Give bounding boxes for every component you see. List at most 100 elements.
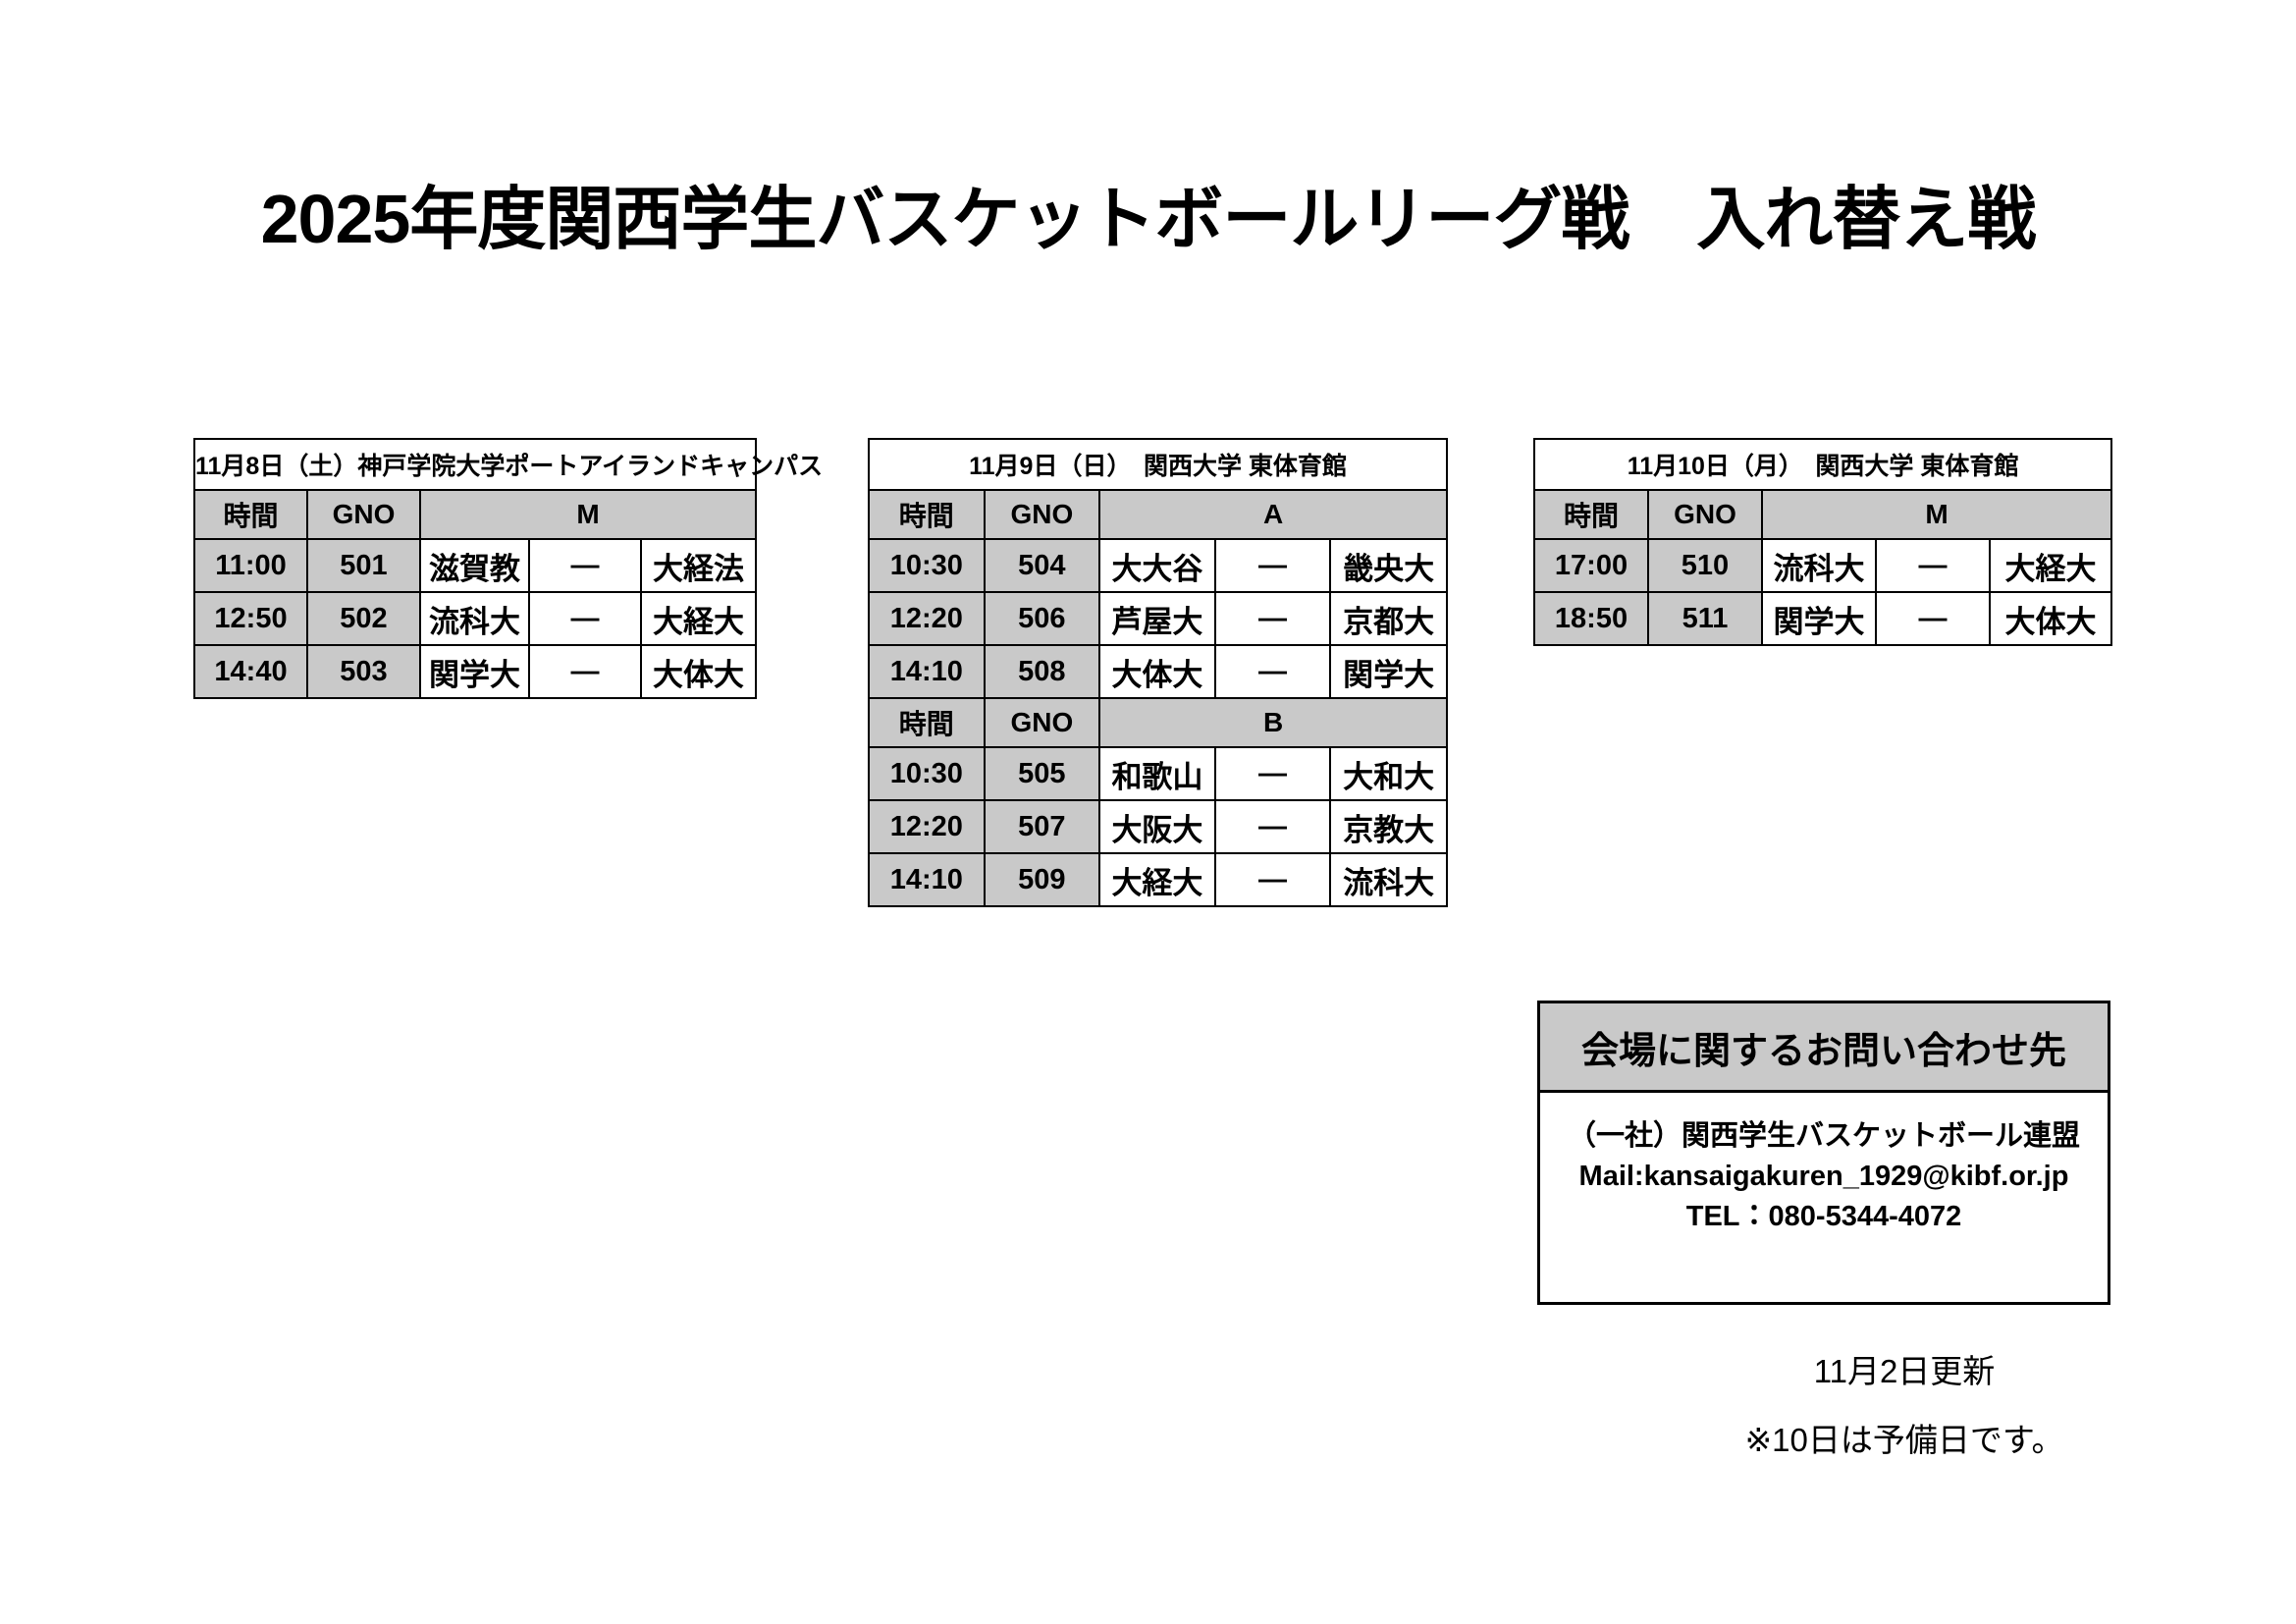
- cell-team-home: 滋賀教: [419, 538, 530, 593]
- contact-email[interactable]: Mail:kansaigakuren_1929@kibf.or.jp: [1578, 1161, 2069, 1193]
- cell-team-home: 大体大: [1098, 644, 1216, 699]
- column-header-time: 時間: [868, 697, 986, 748]
- group-header: A: [1098, 489, 1448, 540]
- cell-versus-dash: —: [1213, 852, 1332, 907]
- column-header-gno: GNO: [1647, 489, 1763, 540]
- cell-versus-dash: —: [528, 644, 642, 699]
- contact-heading: 会場に関するお問い合わせ先: [1540, 1003, 2108, 1093]
- contact-phone[interactable]: TEL：080-5344-4072: [1685, 1201, 1962, 1233]
- cell-versus-dash: —: [1213, 538, 1332, 593]
- reserve-day-note: ※10日は予備日です。: [1744, 1422, 2064, 1458]
- venue-label: 11月8日（土）神戸学院大学ポートアイランドキャンパス: [193, 438, 823, 491]
- column-header-time: 時間: [868, 489, 986, 540]
- column-header-gno: GNO: [983, 489, 1101, 540]
- table-row: 12:50 502 流科大 — 大経大: [193, 591, 757, 646]
- cell-versus-dash: —: [1875, 591, 1991, 646]
- group-header: M: [419, 489, 757, 540]
- venue-row: 11月8日（土）神戸学院大学ポートアイランドキャンパス: [193, 438, 823, 491]
- cell-versus-dash: —: [528, 591, 642, 646]
- column-header-gno: GNO: [306, 489, 421, 540]
- cell-gno: 502: [306, 591, 421, 646]
- cell-versus-dash: —: [1213, 644, 1332, 699]
- cell-versus-dash: —: [1213, 591, 1332, 646]
- cell-gno: 505: [983, 746, 1101, 801]
- column-header-gno: GNO: [983, 697, 1101, 748]
- cell-time: 14:10: [868, 644, 986, 699]
- page-title: 2025年度関西学生バスケットボールリーグ戦 入れ替え戦: [260, 181, 2037, 257]
- table-row: 14:10 508 大体大 — 関学大: [868, 644, 1448, 699]
- cell-time: 10:30: [868, 538, 986, 593]
- cell-team-home: 芦屋大: [1098, 591, 1216, 646]
- venue-row: 11月10日（月） 関西大学 東体育館: [1532, 438, 2113, 491]
- cell-gno: 501: [306, 538, 421, 593]
- schedule-table-nov9: 11月9日（日） 関西大学 東体育館 時間 GNO A 10:30 504 大大…: [868, 438, 1448, 907]
- cell-team-home: 流科大: [1761, 538, 1877, 593]
- table-row: 14:40 503 関学大 — 大体大: [193, 644, 757, 699]
- cell-versus-dash: —: [528, 538, 642, 593]
- column-header-row: 時間 GNO M: [1533, 489, 2113, 540]
- updated-date-note: 11月2日更新: [1813, 1353, 1996, 1389]
- contact-body: （一社）関西学生バスケットボール連盟 Mail:kansaigakuren_19…: [1540, 1093, 2108, 1238]
- column-header-row: 時間 GNO M: [193, 489, 757, 540]
- cell-team-home: 関学大: [419, 644, 530, 699]
- column-header-row: 時間 GNO A: [868, 489, 1448, 540]
- contact-organization: （一社）関西学生バスケットボール連盟: [1567, 1120, 2080, 1152]
- table-row: 10:30 505 和歌山 — 大和大: [868, 746, 1448, 801]
- venue-label: 11月9日（日） 関西大学 東体育館: [868, 438, 1448, 491]
- cell-team-home: 和歌山: [1098, 746, 1216, 801]
- cell-team-away: 畿央大: [1329, 538, 1448, 593]
- cell-gno: 508: [983, 644, 1101, 699]
- table-row: 18:50 511 関学大 — 大体大: [1533, 591, 2113, 646]
- table-row: 17:00 510 流科大 — 大経大: [1533, 538, 2113, 593]
- cell-time: 18:50: [1533, 591, 1649, 646]
- group-header: B: [1098, 697, 1448, 748]
- column-header-time: 時間: [193, 489, 308, 540]
- cell-team-away: 京都大: [1329, 591, 1448, 646]
- cell-time: 12:50: [193, 591, 308, 646]
- cell-gno: 510: [1647, 538, 1763, 593]
- cell-time: 12:20: [868, 591, 986, 646]
- cell-team-away: 流科大: [1329, 852, 1448, 907]
- cell-versus-dash: —: [1875, 538, 1991, 593]
- cell-versus-dash: —: [1213, 799, 1332, 854]
- cell-time: 10:30: [868, 746, 986, 801]
- table-row: 12:20 507 大阪大 — 京教大: [868, 799, 1448, 854]
- cell-team-home: 大経大: [1098, 852, 1216, 907]
- cell-gno: 504: [983, 538, 1101, 593]
- table-row: 12:20 506 芦屋大 — 京都大: [868, 591, 1448, 646]
- cell-team-home: 大阪大: [1098, 799, 1216, 854]
- cell-gno: 507: [983, 799, 1101, 854]
- cell-team-home: 大大谷: [1098, 538, 1216, 593]
- cell-time: 12:20: [868, 799, 986, 854]
- cell-team-away: 大体大: [640, 644, 757, 699]
- cell-team-away: 大経法: [640, 538, 757, 593]
- column-header-time: 時間: [1533, 489, 1649, 540]
- schedule-table-nov10: 11月10日（月） 関西大学 東体育館 時間 GNO M 17:00 510 流…: [1532, 438, 2113, 646]
- cell-time: 11:00: [193, 538, 308, 593]
- venue-label: 11月10日（月） 関西大学 東体育館: [1532, 438, 2113, 491]
- cell-team-away: 大経大: [640, 591, 757, 646]
- table-row: 11:00 501 滋賀教 — 大経法: [193, 538, 757, 593]
- schedule-table-nov8: 11月8日（土）神戸学院大学ポートアイランドキャンパス 時間 GNO M 11:…: [193, 438, 823, 699]
- cell-team-away: 大経大: [1988, 538, 2113, 593]
- table-row: 14:10 509 大経大 — 流科大: [868, 852, 1448, 907]
- cell-gno: 503: [306, 644, 421, 699]
- cell-team-away: 大体大: [1988, 591, 2113, 646]
- venue-row: 11月9日（日） 関西大学 東体育館: [868, 438, 1448, 491]
- cell-time: 14:40: [193, 644, 308, 699]
- cell-versus-dash: —: [1213, 746, 1332, 801]
- cell-team-home: 流科大: [419, 591, 530, 646]
- cell-time: 17:00: [1533, 538, 1649, 593]
- table-row: 10:30 504 大大谷 — 畿央大: [868, 538, 1448, 593]
- cell-gno: 506: [983, 591, 1101, 646]
- cell-team-away: 関学大: [1329, 644, 1448, 699]
- cell-team-away: 京教大: [1329, 799, 1448, 854]
- group-header: M: [1760, 489, 2113, 540]
- cell-time: 14:10: [868, 852, 986, 907]
- cell-team-home: 関学大: [1761, 591, 1877, 646]
- cell-gno: 511: [1647, 591, 1763, 646]
- cell-team-away: 大和大: [1329, 746, 1448, 801]
- contact-box: 会場に関するお問い合わせ先 （一社）関西学生バスケットボール連盟 Mail:ka…: [1537, 1001, 2110, 1305]
- column-header-row: 時間 GNO B: [868, 697, 1448, 748]
- cell-gno: 509: [983, 852, 1101, 907]
